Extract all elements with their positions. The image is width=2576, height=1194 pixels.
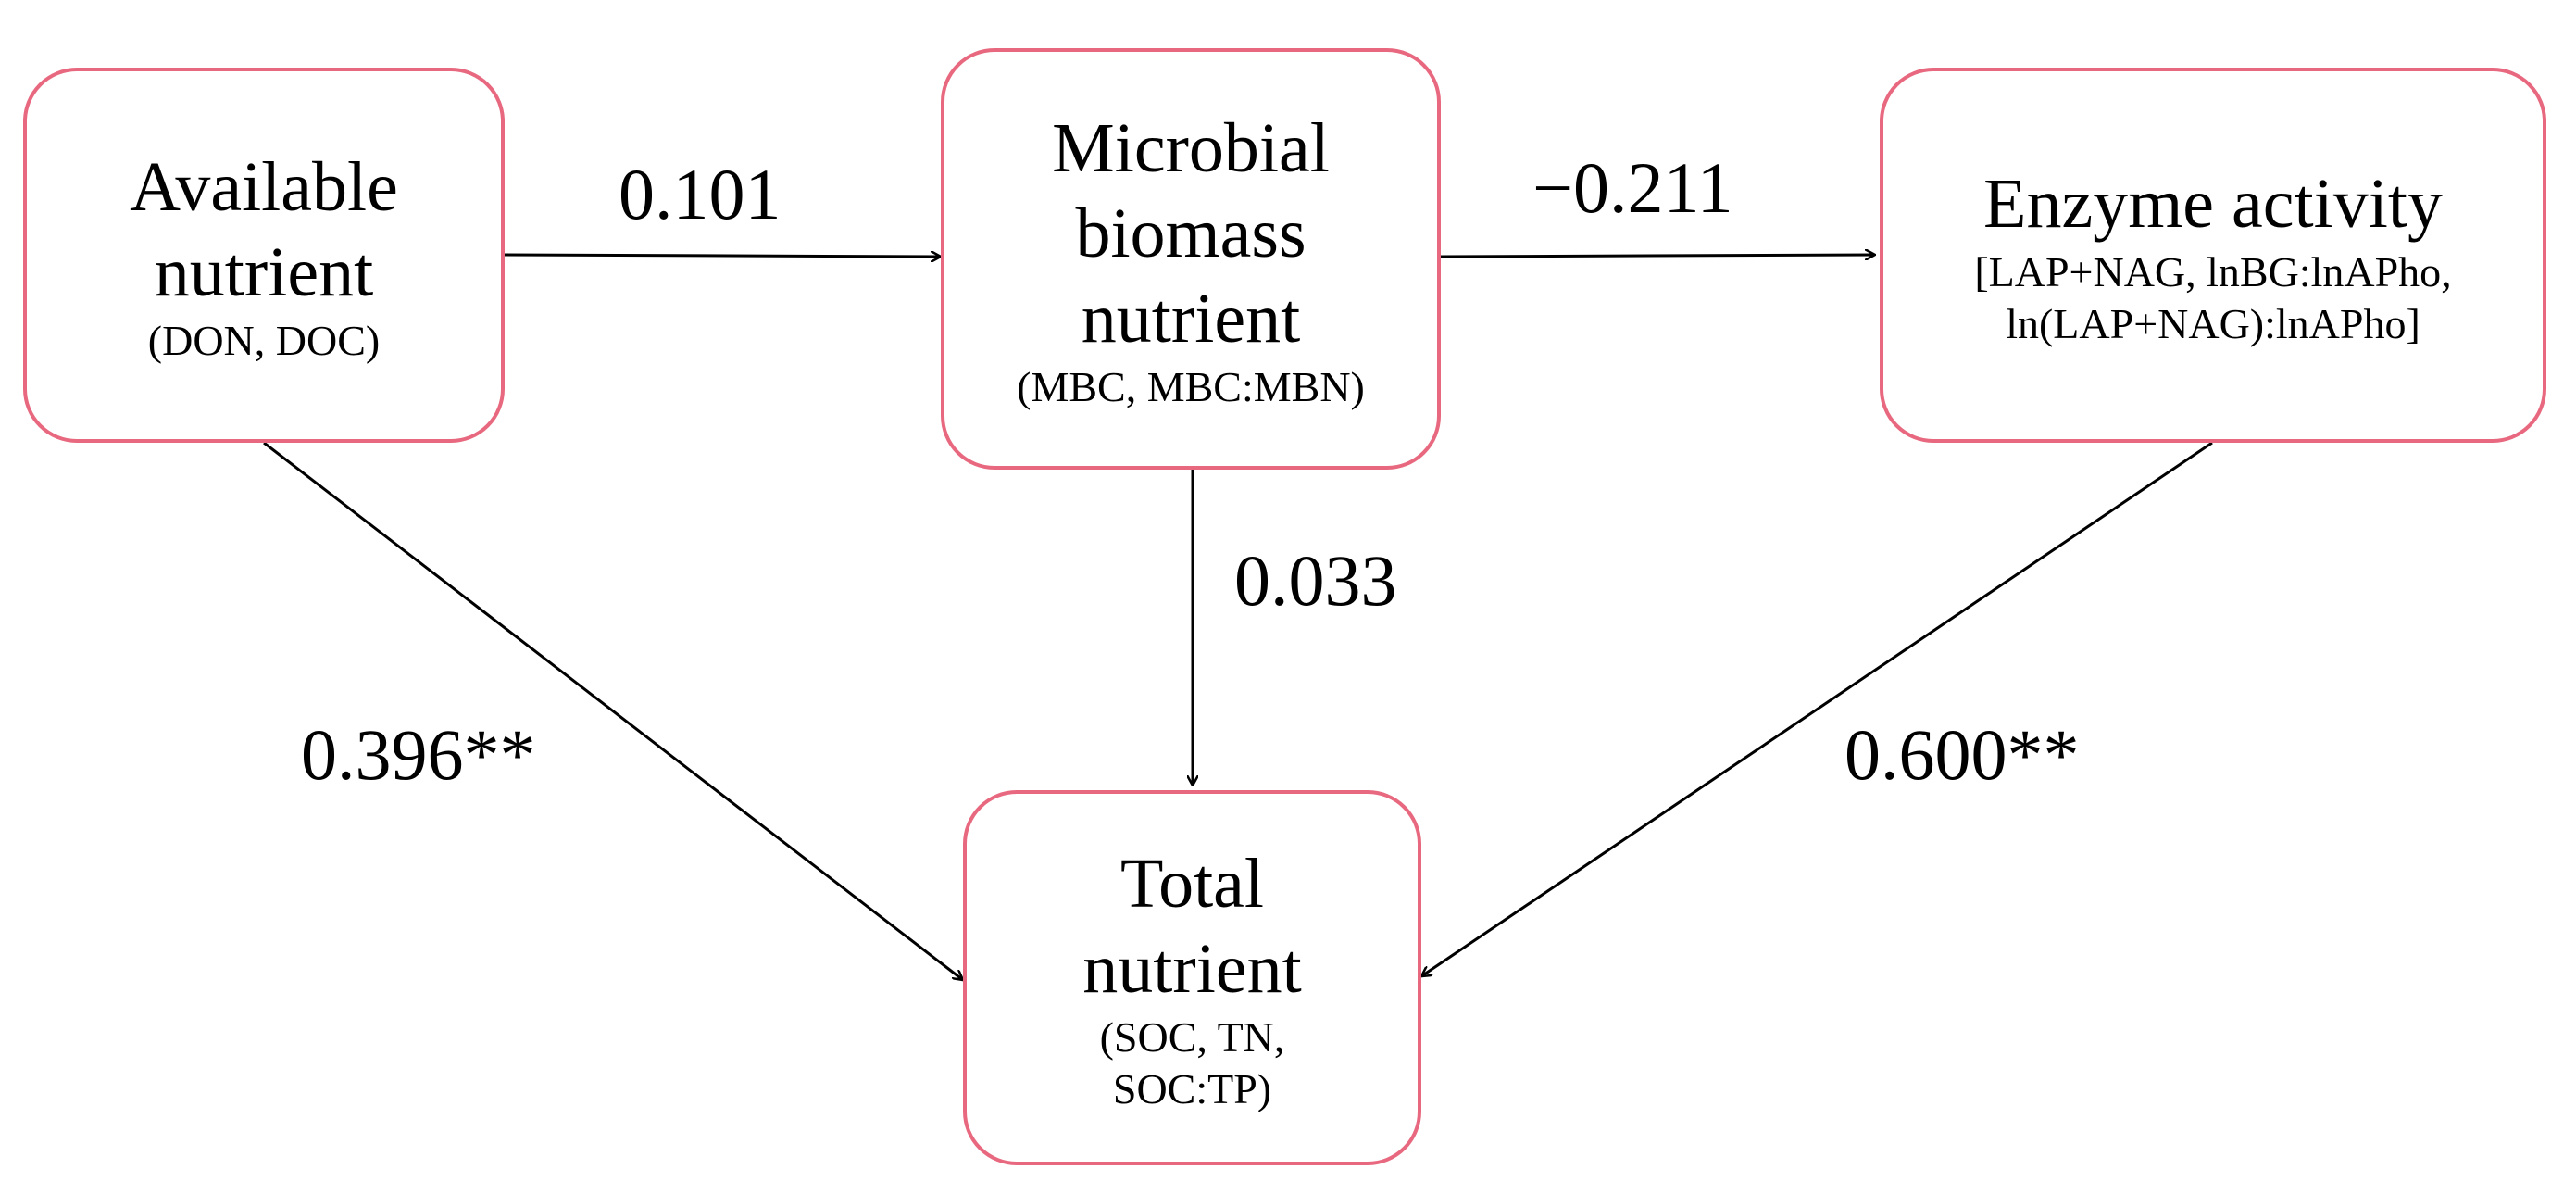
coef-microbial-to-enzyme: −0.211 xyxy=(1532,147,1733,228)
arrow-microbial-to-enzyme xyxy=(1440,255,1875,257)
enzyme-title: Enzyme activity xyxy=(1983,164,2443,243)
microbial-title-line-1: Microbial xyxy=(1052,108,1330,187)
total-title-line-2: nutrient xyxy=(1082,929,1302,1008)
enzyme-detail-line-1: [LAP+NAG, lnBG:lnAPho, xyxy=(1974,247,2452,295)
coef-enzyme-to-total: 0.600** xyxy=(1844,714,2080,795)
available-title-line-1: Available xyxy=(130,147,398,226)
available-title-line-2: nutrient xyxy=(154,233,374,311)
microbial-title-line-3: nutrient xyxy=(1081,279,1301,358)
microbial-title-line-2: biomass xyxy=(1075,194,1307,272)
total-title-line-1: Total xyxy=(1119,844,1265,923)
node-enzyme-activity: Enzyme activity [LAP+NAG, lnBG:lnAPho, l… xyxy=(1880,68,2546,443)
node-available-nutrient: Available nutrient (DON, DOC) xyxy=(23,68,505,443)
arrow-enzyme-to-total xyxy=(1421,441,2213,976)
coef-available-to-total: 0.396** xyxy=(301,714,536,795)
microbial-detail: (MBC, MBC:MBN) xyxy=(1017,362,1365,410)
node-total-nutrient: Total nutrient (SOC, TN, SOC:TP) xyxy=(963,790,1421,1165)
available-detail: (DON, DOC) xyxy=(147,316,381,364)
arrow-available-to-total xyxy=(263,441,963,980)
coef-microbial-to-total: 0.033 xyxy=(1234,540,1397,621)
total-detail-line-2: SOC:TP) xyxy=(1112,1064,1272,1112)
coef-available-to-microbial: 0.101 xyxy=(619,154,782,234)
node-microbial-biomass-nutrient: Microbial biomass nutrient (MBC, MBC:MBN… xyxy=(941,48,1441,470)
total-detail-line-1: (SOC, TN, xyxy=(1099,1012,1285,1061)
arrow-available-to-microbial xyxy=(504,255,941,257)
enzyme-detail-line-2: ln(LAP+NAG):lnAPho] xyxy=(2006,299,2420,347)
